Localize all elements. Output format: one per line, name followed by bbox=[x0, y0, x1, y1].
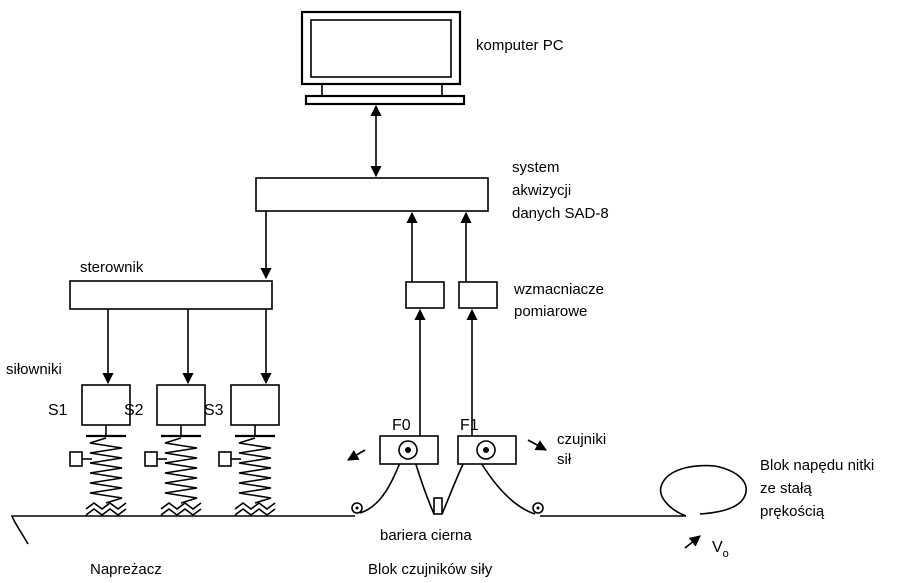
actuator-s2 bbox=[144, 384, 206, 516]
amplifiers-label-line1: wzmacniacze bbox=[513, 281, 604, 298]
controller-label: sterownik bbox=[80, 259, 144, 276]
friction-barrier-icon bbox=[433, 497, 443, 515]
acquisition-system-box bbox=[255, 177, 489, 212]
drive-label-line2: ze stałą bbox=[760, 480, 812, 497]
drive-label-line3: prękością bbox=[760, 503, 825, 520]
actuator-s1 bbox=[69, 384, 131, 516]
actuator-s2-label: S2 bbox=[124, 402, 144, 419]
velocity-arrow bbox=[684, 535, 701, 549]
force-sensor-f1-label: F1 bbox=[460, 417, 479, 434]
sensors-label-line2: sił bbox=[557, 451, 572, 468]
thread-to-f0 bbox=[359, 457, 403, 514]
thread-f1-down bbox=[477, 457, 536, 515]
sensor-block-label: Blok czujników siły bbox=[368, 561, 493, 578]
actuator-s3 bbox=[218, 384, 280, 516]
drive-label-line1: Blok napędu nitki bbox=[760, 457, 874, 474]
tensioner-label: Napreżacz bbox=[90, 561, 162, 578]
sensor-left-arrow bbox=[347, 449, 366, 461]
friction-barrier-label: bariera cierna bbox=[380, 527, 472, 544]
actuators-label: siłowniki bbox=[6, 361, 62, 378]
actuator-s1-label: S1 bbox=[48, 402, 68, 419]
velocity-label: Vo bbox=[712, 539, 729, 560]
computer-label: komputer PC bbox=[476, 37, 564, 54]
thread-to-f1 bbox=[441, 457, 467, 515]
sensor-right-arrow bbox=[527, 439, 547, 451]
computer-icon bbox=[300, 10, 466, 106]
sensors-label-line1: czujniki bbox=[557, 431, 606, 448]
acquisition-label-line2: akwizycji bbox=[512, 182, 571, 199]
acquisition-label-line3: danych SAD-8 bbox=[512, 205, 609, 222]
thread-right-drive bbox=[540, 464, 747, 517]
amplifiers-label-line2: pomiarowe bbox=[514, 303, 587, 320]
acquisition-label-line1: system bbox=[512, 159, 560, 176]
thread-left bbox=[10, 515, 355, 545]
actuator-s3-label: S3 bbox=[204, 402, 224, 419]
thread-f0-down bbox=[413, 457, 435, 515]
amplifier-box-2 bbox=[458, 281, 498, 309]
force-sensor-f0-label: F0 bbox=[392, 417, 411, 434]
controller-box bbox=[69, 280, 273, 310]
amplifier-box-1 bbox=[405, 281, 445, 309]
